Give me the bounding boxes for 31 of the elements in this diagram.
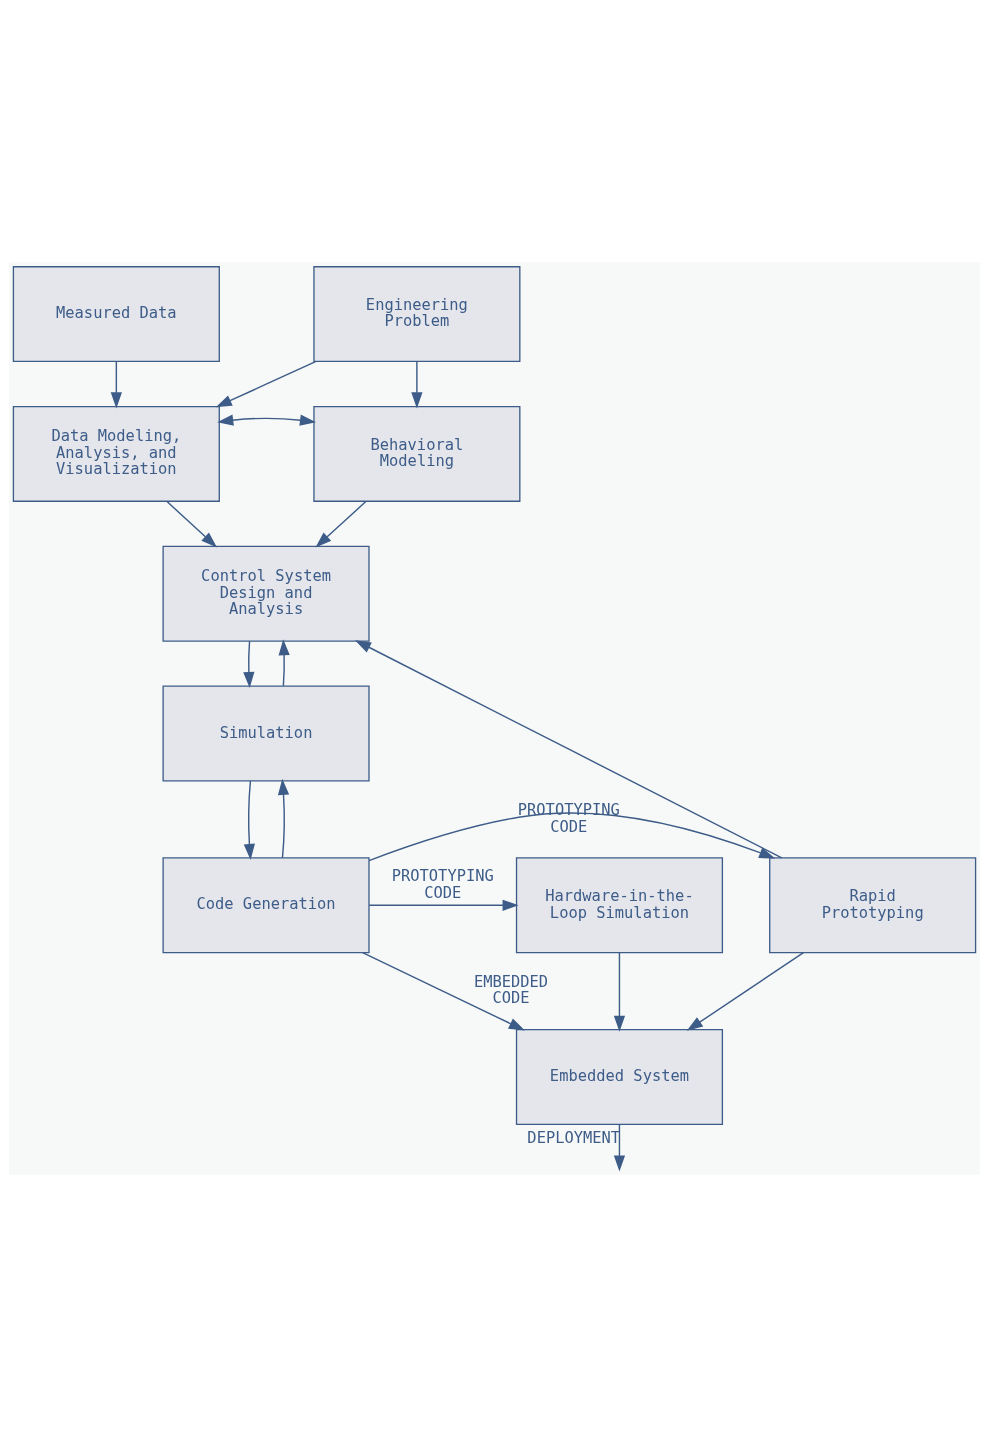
arrow (165, 500, 217, 547)
node-box: Embedded System (515, 1028, 723, 1125)
node-box: Simulation (161, 685, 370, 781)
arrow (368, 899, 519, 911)
arrow (215, 360, 316, 407)
node-box: Behavioral Modeling (312, 405, 520, 502)
arrow (242, 640, 254, 688)
edge-label: PROTOTYPING CODE (391, 866, 494, 902)
node-box: Measured Data (12, 265, 220, 362)
arrow (613, 951, 625, 1032)
edge-label: PROTOTYPING CODE (517, 800, 620, 836)
arrow (277, 778, 289, 859)
node-box: Hardware-in-the-Loop Simulation (515, 856, 723, 953)
node-box: Rapid Prototyping (768, 856, 976, 953)
arrow (278, 638, 290, 687)
arrow (354, 639, 782, 858)
arrow (243, 779, 255, 860)
node-box: Code Generation (161, 856, 370, 953)
node-box: Control System Design and Analysis (161, 545, 370, 642)
arrow (613, 1123, 625, 1172)
edge-label: EMBEDDED CODE (473, 972, 548, 1007)
arrow (367, 812, 775, 861)
arrow (686, 951, 804, 1031)
arrow (410, 360, 422, 408)
edge-label: DEPLOYMENT (526, 1128, 620, 1147)
arrow (361, 951, 525, 1031)
arrow (314, 500, 367, 547)
node-box: Data Modeling, Analysis, and Visualization (12, 405, 220, 502)
arrow (110, 360, 122, 408)
arrow (216, 414, 316, 426)
node-box: Engineering Problem (312, 265, 520, 362)
